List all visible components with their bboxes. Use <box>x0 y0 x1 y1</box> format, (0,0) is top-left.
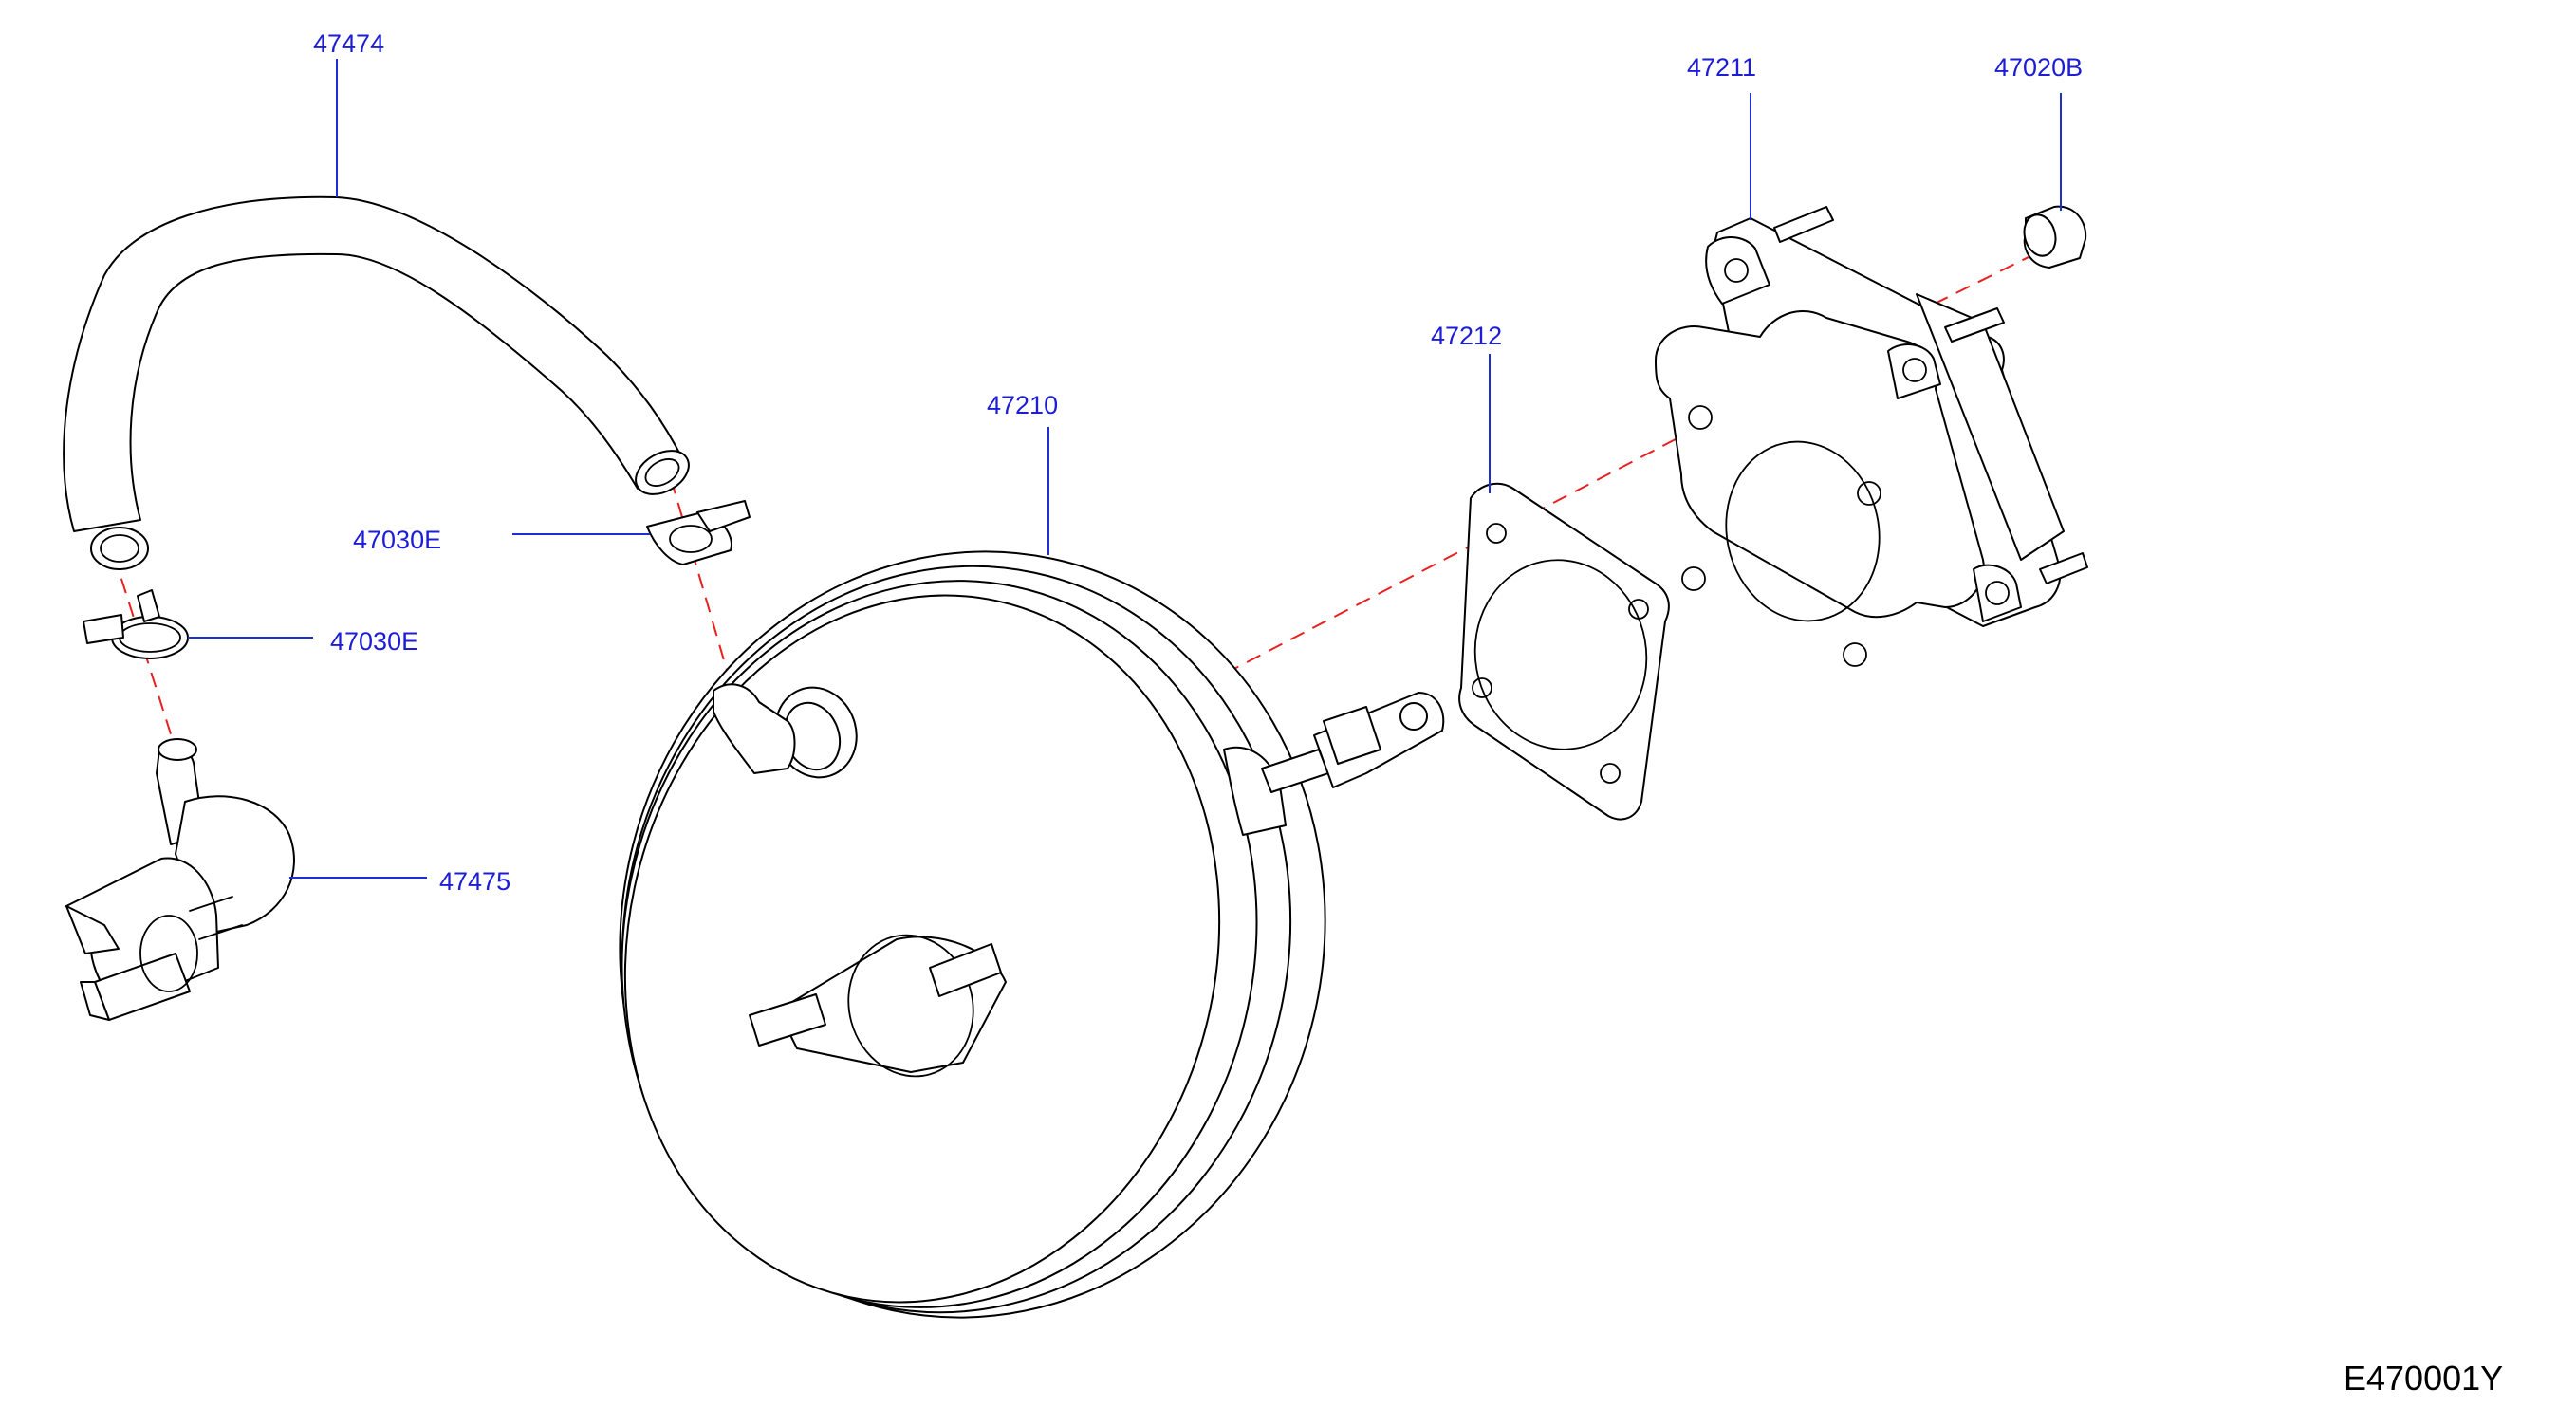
assembly-centerlines <box>113 250 2041 741</box>
label-clamp-upper[interactable]: 47030E <box>353 526 441 554</box>
nut-47020B[interactable] <box>2020 205 2087 269</box>
diagram-code: E470001Y <box>2344 1359 2503 1398</box>
hose-47474[interactable] <box>63 195 696 570</box>
check-valve-47475[interactable] <box>65 738 295 1021</box>
spacer-47211[interactable] <box>1655 206 2088 667</box>
label-nut[interactable]: 47020B <box>1994 53 2083 82</box>
gasket-47212[interactable] <box>1458 482 1670 821</box>
part-labels: 47474 47030E 47030E 47475 47210 47212 47… <box>313 29 2083 896</box>
label-spacer[interactable]: 47211 <box>1687 53 1756 82</box>
leader-lines <box>188 59 2062 879</box>
clamp-lower-47030E[interactable] <box>83 589 189 659</box>
brake-booster-47210[interactable] <box>549 486 1445 1383</box>
label-clamp-lower[interactable]: 47030E <box>330 627 418 656</box>
label-booster[interactable]: 47210 <box>987 391 1058 419</box>
label-hose[interactable]: 47474 <box>313 29 384 58</box>
clamp-upper-47030E[interactable] <box>646 500 751 565</box>
label-gasket[interactable]: 47212 <box>1431 322 1502 350</box>
label-check-valve[interactable]: 47475 <box>439 867 510 896</box>
